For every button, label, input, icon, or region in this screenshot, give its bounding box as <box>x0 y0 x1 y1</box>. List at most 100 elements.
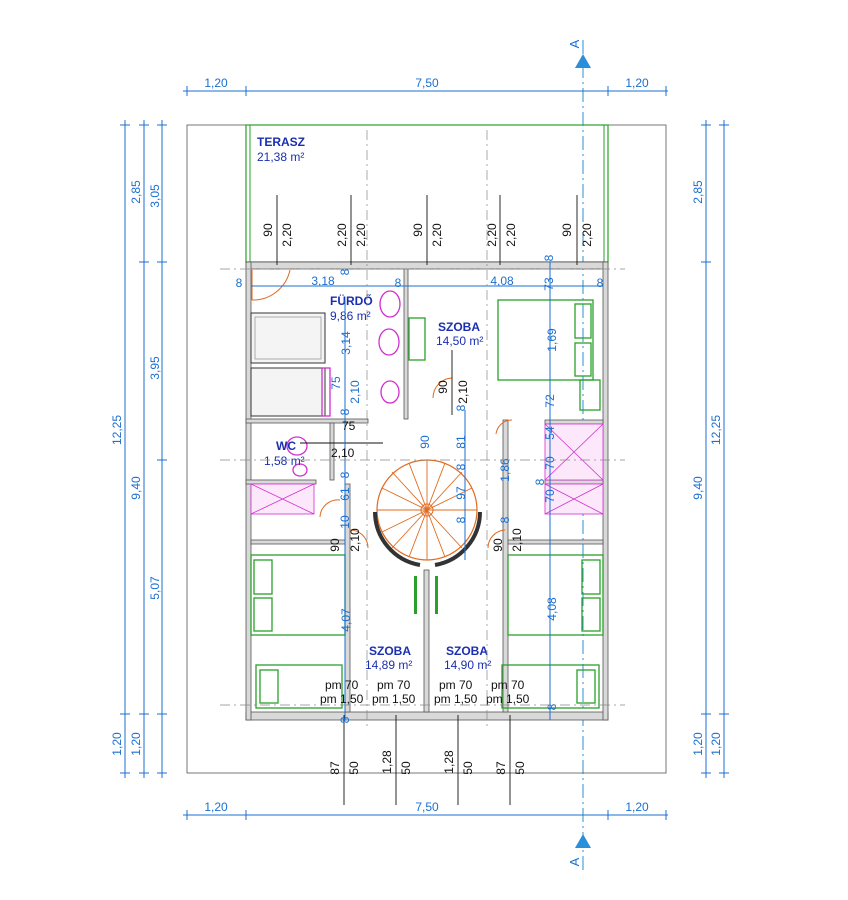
wall-8-e: 8 <box>542 254 556 261</box>
dim-10-a: 10 <box>338 515 352 529</box>
dim-90-c: 90 <box>491 538 505 552</box>
bidet <box>380 380 400 404</box>
sill-4-a: pm 70 <box>491 678 525 692</box>
dim-4-08-bottom: 4,08 <box>545 597 559 621</box>
wall-thickness-labels: 8 8 8 8 8 8 8 8 8 8 8 8 8 8 <box>236 254 604 723</box>
single-bed-2 <box>255 664 343 709</box>
right-dim-total: 12,25 <box>709 415 723 445</box>
section-arrow-top <box>575 54 591 68</box>
bathroom-name: FÜRDŐ <box>330 293 373 308</box>
left-dim-bottom: 1,20 <box>129 732 143 756</box>
wall-8-c: 8 <box>597 276 604 290</box>
left-dim-terrace: 2,85 <box>129 180 143 204</box>
dim-75-b: 75 <box>342 419 356 433</box>
bedroom-1: SZOBA 14,50 m² <box>436 299 601 411</box>
section-arrow-bottom <box>575 834 591 848</box>
dim-81: 81 <box>454 435 468 449</box>
bedroom-3-name: SZOBA <box>446 644 488 658</box>
dim-72: 72 <box>543 394 557 408</box>
dim-2-10-d: 2,10 <box>348 528 362 552</box>
wc-name: WC <box>276 439 296 453</box>
dim-90-d: 90 <box>418 435 432 449</box>
toilet-upper <box>379 290 401 318</box>
wall-8-k: 8 <box>498 516 512 523</box>
top-dim-right: 1,20 <box>625 76 649 90</box>
double-bed-3 <box>507 554 604 636</box>
bathtub <box>250 312 326 364</box>
wc-area: 1,58 m² <box>264 454 305 468</box>
bottom-opening-3: 1,28 <box>380 750 394 774</box>
bottom-opening-1: 87 <box>328 761 342 775</box>
sill-3-a: pm 70 <box>439 678 473 692</box>
sill-1-b: pm 1,50 <box>320 692 364 706</box>
wall-8-a: 8 <box>236 276 243 290</box>
bedroom-2-name: SZOBA <box>369 644 411 658</box>
shower <box>250 367 326 417</box>
wall-8-n: 8 <box>545 703 559 710</box>
bottom-dim-right: 1,20 <box>625 800 649 814</box>
top-opening-3: 2,20 <box>335 223 349 247</box>
wc-toilet <box>286 436 308 456</box>
top-opening-10: 2,20 <box>580 223 594 247</box>
dim-1-86: 1,86 <box>498 458 512 482</box>
double-bed-1 <box>497 299 594 381</box>
bottom-opening-6: 50 <box>461 761 475 775</box>
bedroom-1-area: 14,50 m² <box>436 334 483 348</box>
dim-90-a: 90 <box>436 380 450 394</box>
dim-1-69: 1,69 <box>545 328 559 352</box>
double-bed-2 <box>250 554 346 636</box>
dim-4-07: 4,07 <box>339 608 353 632</box>
bathroom: FÜRDŐ 9,86 m² <box>250 290 426 417</box>
bedroom-3-area: 14,90 m² <box>444 658 491 672</box>
left-dim-building: 9,40 <box>129 476 143 500</box>
top-opening-5: 90 <box>411 223 425 237</box>
wc: WC 1,58 m² <box>264 436 308 477</box>
building-walls <box>245 261 609 721</box>
dim-70-b: 70 <box>543 489 557 503</box>
doors <box>251 269 513 614</box>
spiral-staircase <box>373 459 482 567</box>
bathroom-area: 9,86 m² <box>330 309 371 323</box>
left-dim-bottom-2: 1,20 <box>110 732 124 756</box>
section-label-bottom: A <box>567 857 582 866</box>
top-opening-labels: 90 2,20 2,20 2,20 90 2,20 2,20 2,20 90 2… <box>261 223 594 247</box>
left-dimension: 12,25 9,40 1,20 2,85 3,05 3,95 5,07 1,20 <box>110 120 167 778</box>
dim-2-10-b: 2,10 <box>456 380 470 404</box>
wall-8-b: 8 <box>395 276 402 290</box>
right-dim-bottom-2: 1,20 <box>709 732 723 756</box>
top-opening-7: 2,20 <box>485 223 499 247</box>
dim-97: 97 <box>454 486 468 500</box>
dim-75-a: 75 <box>329 376 343 390</box>
top-dimension: 1,20 7,50 1,20 <box>183 76 668 96</box>
dim-90-b: 90 <box>328 538 342 552</box>
dim-3-14: 3,14 <box>339 331 353 355</box>
washbasin <box>378 328 400 356</box>
wall-8-h: 8 <box>338 471 352 478</box>
right-dim-building: 9,40 <box>691 476 705 500</box>
sill-labels: pm 70 pm 1,50 pm 70 pm 1,50 pm 70 pm 1,5… <box>320 678 530 706</box>
wardrobe-1 <box>579 379 601 411</box>
wall-8-m: 8 <box>338 716 352 723</box>
wall-8-g: 8 <box>454 404 468 411</box>
top-dim-left: 1,20 <box>204 76 228 90</box>
left-dim-upper: 3,95 <box>148 356 162 380</box>
terrace-area: 21,38 m² <box>257 150 304 164</box>
wall-8-d: 8 <box>338 268 352 275</box>
inner-dimension-labels: 3,18 4,08 3,14 2,10 75 90 2,10 81 97 1,8… <box>251 262 603 720</box>
bottom-dim-middle: 7,50 <box>415 800 439 814</box>
right-dim-bottom: 1,20 <box>691 732 705 756</box>
dim-61: 61 <box>338 487 352 501</box>
bathroom-cabinet <box>408 317 426 361</box>
sill-4-b: pm 1,50 <box>486 692 530 706</box>
top-opening-6: 2,20 <box>430 223 444 247</box>
top-opening-9: 90 <box>560 223 574 237</box>
terrace-name: TERASZ <box>257 135 305 149</box>
left-dim-lower: 5,07 <box>148 576 162 600</box>
dim-4-08-top: 4,08 <box>490 274 514 288</box>
sill-2-a: pm 70 <box>377 678 411 692</box>
dim-2-10-a: 2,10 <box>348 380 362 404</box>
right-dim-terrace: 2,85 <box>691 180 705 204</box>
bottom-dim-left: 1,20 <box>204 800 228 814</box>
sill-2-b: pm 1,50 <box>372 692 416 706</box>
top-opening-4: 2,20 <box>354 223 368 247</box>
